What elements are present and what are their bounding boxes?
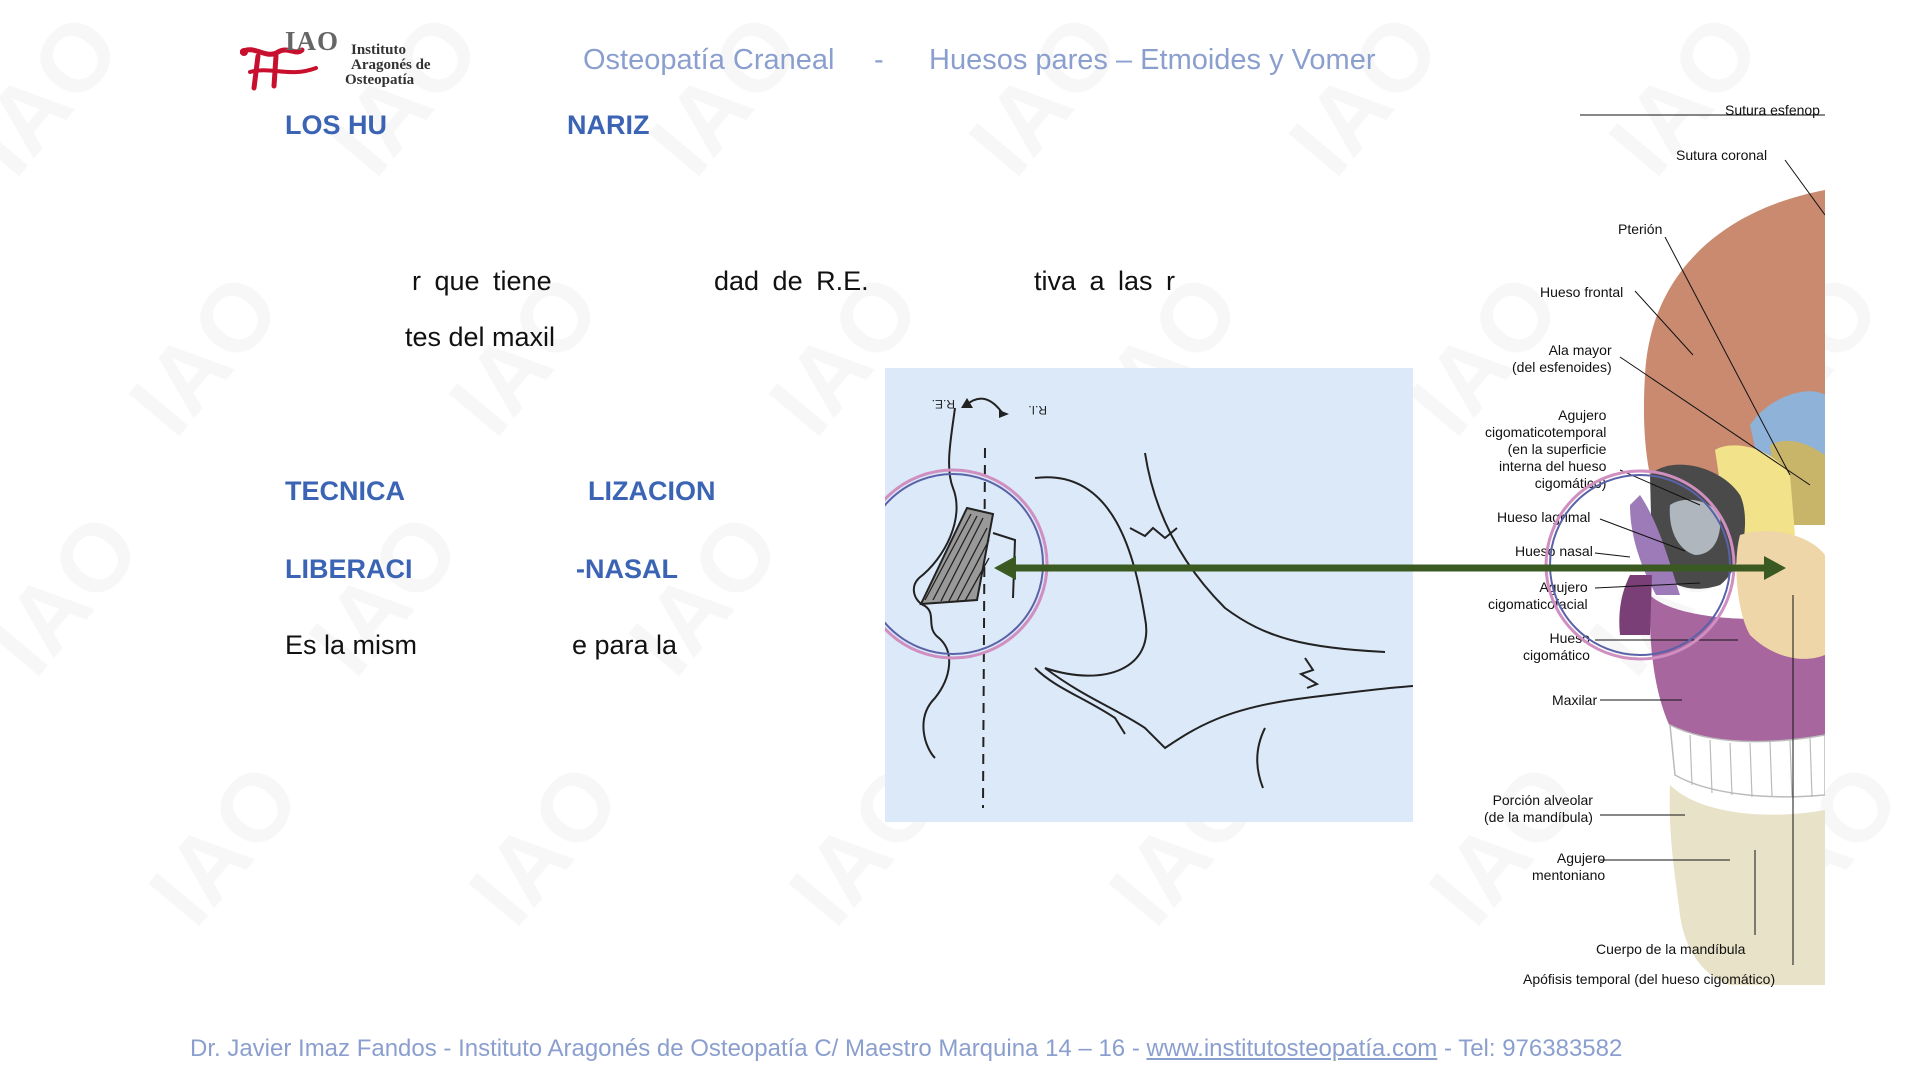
heading-liberacion: LIBERACI: [285, 554, 413, 584]
skull-illustration: Sutura esfenop Sutura coronal Pterión Hu…: [1470, 95, 1826, 995]
label-pterion: Pterión: [1618, 221, 1663, 237]
logo-line-2: Aragonés de: [351, 57, 431, 73]
comparison-arrow: [994, 556, 1786, 580]
label-apofisis-temporal: Apófisis temporal (del hueso cigomático): [1523, 971, 1776, 987]
watermark-logo: IAO: [0, 494, 161, 695]
label-hueso-nasal: Hueso nasal: [1515, 543, 1593, 559]
body-same-a: Es la mism: [285, 630, 418, 660]
skull-drawing: [1580, 114, 1826, 985]
iao-logo-figure: [240, 47, 318, 91]
watermark-logo: IAO: [289, 494, 481, 695]
body-line1-a: r que tiene: [412, 266, 552, 296]
heading-nariz: NARIZ: [567, 110, 650, 140]
label-agujero-cigomaticotemporal: Agujero cigomaticotemporal (en la superf…: [1485, 407, 1607, 491]
watermark-logo: IAO: [629, 0, 821, 195]
label-agujero-mentoniano: Agujero mentoniano: [1532, 850, 1606, 883]
header-topic: Huesos pares – Etmoides y Vomer: [929, 44, 1376, 76]
heading-tecnica: TECNICA: [285, 476, 405, 506]
watermark-logo: IAO: [609, 494, 801, 695]
watermark-logo: IAO: [1269, 0, 1461, 195]
logo-line-1: Instituto: [351, 42, 407, 58]
label-maxilar: Maxilar: [1552, 692, 1598, 708]
body-line1-c: tiva a las r: [1034, 266, 1176, 296]
watermark-logo: IAO: [949, 0, 1141, 195]
watermark-logo: IAO: [449, 744, 641, 945]
heading-los-huesos: LOS HU: [285, 110, 388, 140]
footer-text: Dr. Javier Imaz Fandos - Instituto Arago…: [190, 1035, 1147, 1062]
body-line1-b: dad de R.E.: [714, 266, 869, 296]
diagram-label-ri: R.I.: [1028, 403, 1047, 417]
logo-line-3: Osteopatía: [345, 72, 415, 88]
diagram-label-re: R.E.: [932, 397, 955, 411]
heading-lizacion: LIZACION: [588, 476, 716, 506]
footer-tel: - Tel: 976383582: [1437, 1035, 1623, 1062]
label-sutura-esfeno: Sutura esfenop: [1725, 102, 1820, 118]
label-hueso-cigomatico: Hueso cigomático: [1523, 630, 1590, 663]
nasal-bone-diagram: R.E. R.I.: [857, 368, 1414, 822]
header-separator: -: [874, 44, 884, 76]
label-ala-mayor: Ala mayor (del esfenoides): [1512, 342, 1612, 375]
label-sutura-coronal: Sutura coronal: [1676, 147, 1768, 163]
footer: Dr. Javier Imaz Fandos - Instituto Arago…: [190, 1035, 1622, 1063]
body-same-b: e para la: [572, 630, 678, 660]
footer-website-link[interactable]: www.institutosteopatía.com: [1146, 1035, 1438, 1062]
heading-nasal: -NASAL: [576, 554, 678, 584]
watermark-logo: IAO: [129, 744, 321, 945]
label-porcion-alveolar: Porción alveolar (de la mandíbula): [1484, 792, 1593, 825]
header-course: Osteopatía Craneal: [583, 44, 835, 76]
label-cuerpo-mandibula: Cuerpo de la mandíbula: [1596, 941, 1746, 957]
watermark-logo: IAO: [109, 254, 301, 455]
watermark-logo: IAO: [0, 0, 141, 195]
body-line2: tes del maxil: [405, 322, 556, 352]
label-hueso-frontal: Hueso frontal: [1540, 284, 1624, 300]
logo-iao: IAO: [285, 26, 340, 56]
diagram-drawing: R.E. R.I.: [857, 397, 1414, 809]
